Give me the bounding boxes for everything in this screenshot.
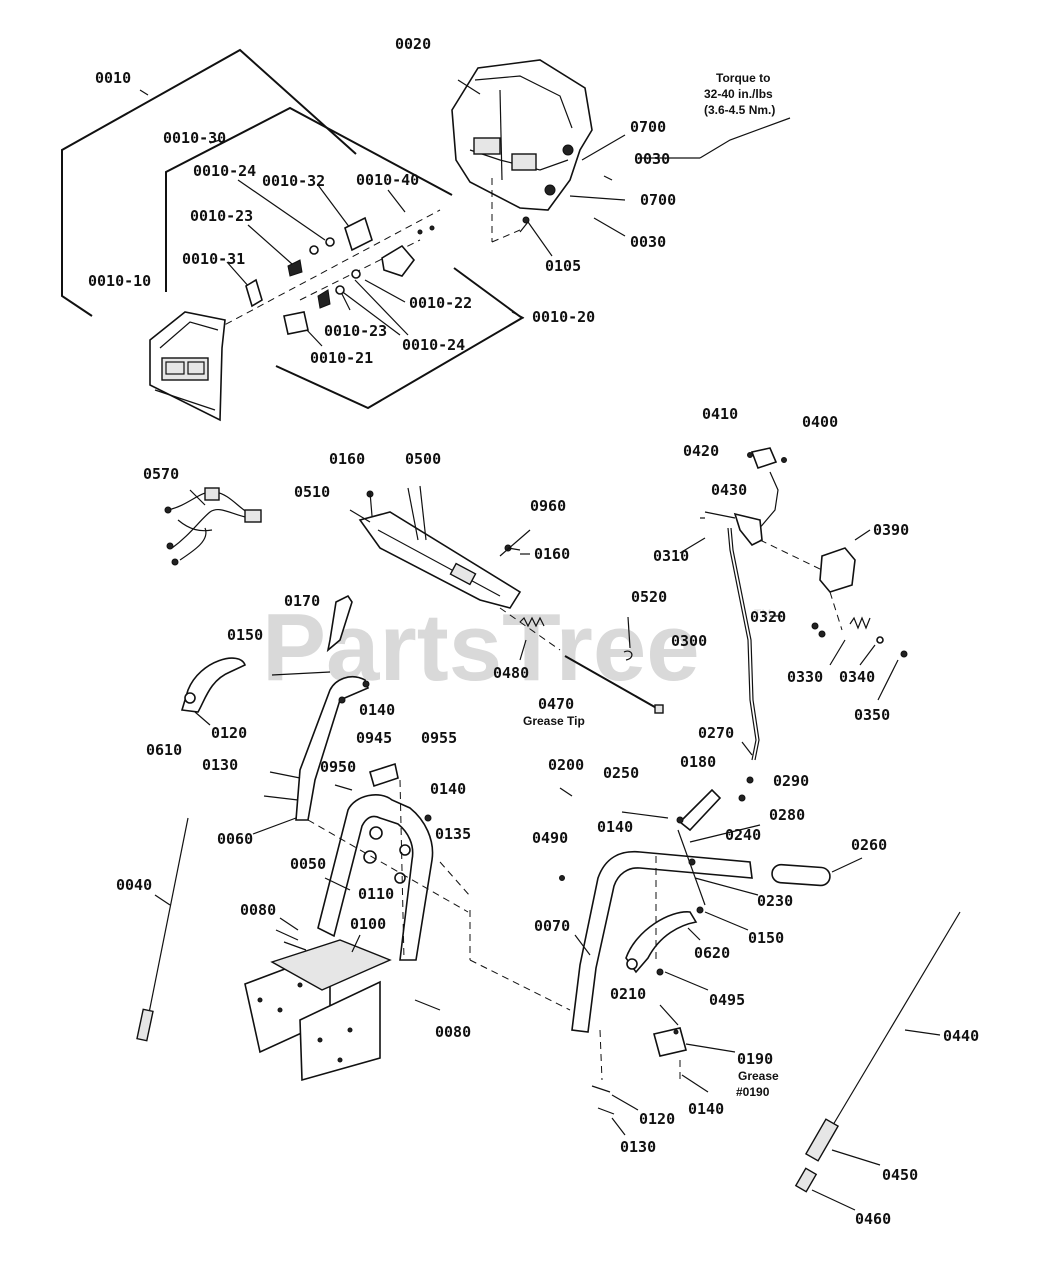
watermark-text: PartsTree xyxy=(262,594,700,701)
label-0260: 0260 xyxy=(851,836,887,854)
label-0010-21: 0010-21 xyxy=(310,349,373,367)
part-labels: 0010 0010-30 0010-24 0010-32 0010-40 001… xyxy=(88,35,979,1228)
label-0010-32: 0010-32 xyxy=(262,172,325,190)
label-0450: 0450 xyxy=(882,1166,918,1184)
label-0010-24-a: 0010-24 xyxy=(193,162,256,180)
label-0700-a: 0700 xyxy=(630,118,666,136)
label-0950: 0950 xyxy=(320,758,356,776)
label-0010-31: 0010-31 xyxy=(182,250,245,268)
label-0420: 0420 xyxy=(683,442,719,460)
leader-lines xyxy=(154,489,941,1211)
label-0490: 0490 xyxy=(532,829,568,847)
label-0160-b: 0160 xyxy=(534,545,570,563)
label-0010-23-a: 0010-23 xyxy=(190,207,253,225)
hood-assembly xyxy=(451,59,791,257)
label-0060: 0060 xyxy=(217,830,253,848)
wiring-harness xyxy=(164,487,262,566)
label-0390: 0390 xyxy=(873,521,909,539)
label-0050: 0050 xyxy=(290,855,326,873)
label-0080-b: 0080 xyxy=(435,1023,471,1041)
label-0010-30: 0010-30 xyxy=(163,129,226,147)
label-0135: 0135 xyxy=(435,825,471,843)
label-0410: 0410 xyxy=(702,405,738,423)
label-0020: 0020 xyxy=(395,35,431,53)
label-0140-c: 0140 xyxy=(597,818,633,836)
label-0140-a: 0140 xyxy=(359,701,395,719)
label-0470: 0470 xyxy=(538,695,574,713)
label-0290: 0290 xyxy=(773,772,809,790)
label-0010-22: 0010-22 xyxy=(409,294,472,312)
torque-note-line3: (3.6-4.5 Nm.) xyxy=(704,103,775,117)
label-0945: 0945 xyxy=(356,729,392,747)
label-0250: 0250 xyxy=(603,764,639,782)
label-0310: 0310 xyxy=(653,547,689,565)
label-0330: 0330 xyxy=(787,668,823,686)
label-0400: 0400 xyxy=(802,413,838,431)
label-0120-a: 0120 xyxy=(211,724,247,742)
label-0210: 0210 xyxy=(610,985,646,1003)
grease-0190-note-line1: Grease xyxy=(738,1069,779,1083)
label-0240: 0240 xyxy=(725,826,761,844)
label-0230: 0230 xyxy=(757,892,793,910)
torque-note-line2: 32-40 in./lbs xyxy=(704,87,773,101)
label-0280: 0280 xyxy=(769,806,805,824)
label-0130-a: 0130 xyxy=(202,756,238,774)
torque-note-line1: Torque to xyxy=(716,71,770,85)
label-0340: 0340 xyxy=(839,668,875,686)
label-0320: 0320 xyxy=(750,608,786,626)
label-0010-23-b: 0010-23 xyxy=(324,322,387,340)
label-0150-a: 0150 xyxy=(227,626,263,644)
headlight-assembly xyxy=(61,48,525,422)
label-0100: 0100 xyxy=(350,915,386,933)
label-0500: 0500 xyxy=(405,450,441,468)
label-0040: 0040 xyxy=(116,876,152,894)
label-0440: 0440 xyxy=(943,1027,979,1045)
label-0180: 0180 xyxy=(680,753,716,771)
label-0430: 0430 xyxy=(711,481,747,499)
label-0955: 0955 xyxy=(421,729,457,747)
label-0200: 0200 xyxy=(548,756,584,774)
label-0010: 0010 xyxy=(95,69,131,87)
watermark-trademark: TM xyxy=(754,607,771,621)
label-0010-20: 0010-20 xyxy=(532,308,595,326)
label-0140-b: 0140 xyxy=(430,780,466,798)
label-0480: 0480 xyxy=(493,664,529,682)
label-0700-b: 0700 xyxy=(640,191,676,209)
label-0270: 0270 xyxy=(698,724,734,742)
label-0350: 0350 xyxy=(854,706,890,724)
label-0010-10: 0010-10 xyxy=(88,272,151,290)
label-0610: 0610 xyxy=(146,741,182,759)
label-0570: 0570 xyxy=(143,465,179,483)
label-0960: 0960 xyxy=(530,497,566,515)
label-0120-b: 0120 xyxy=(639,1110,675,1128)
label-0620: 0620 xyxy=(694,944,730,962)
headlight-housing-shape xyxy=(149,311,226,422)
label-0495: 0495 xyxy=(709,991,745,1009)
label-0030-b: 0030 xyxy=(630,233,666,251)
control-bracket-assembly xyxy=(358,485,664,714)
label-0150-b: 0150 xyxy=(748,929,784,947)
label-0030-a: 0030 xyxy=(634,150,670,168)
label-0520: 0520 xyxy=(631,588,667,606)
label-0190: 0190 xyxy=(737,1050,773,1068)
label-0010-24-b: 0010-24 xyxy=(402,336,465,354)
label-0110: 0110 xyxy=(358,885,394,903)
grease-tip-note: Grease Tip xyxy=(523,714,585,728)
label-0070: 0070 xyxy=(534,917,570,935)
label-0130-b: 0130 xyxy=(620,1138,656,1156)
right-handle-assembly xyxy=(559,788,961,1193)
label-0140-d: 0140 xyxy=(688,1100,724,1118)
label-0010-40: 0010-40 xyxy=(356,171,419,189)
label-0105: 0105 xyxy=(545,257,581,275)
label-0300: 0300 xyxy=(671,632,707,650)
label-0080-a: 0080 xyxy=(240,901,276,919)
label-0160-a: 0160 xyxy=(329,450,365,468)
grease-0190-note-line2: #0190 xyxy=(736,1085,770,1099)
label-0510: 0510 xyxy=(294,483,330,501)
control-rod-assembly xyxy=(704,447,908,802)
left-handle-assembly xyxy=(136,594,571,1082)
label-0460: 0460 xyxy=(855,1210,891,1228)
label-0170: 0170 xyxy=(284,592,320,610)
